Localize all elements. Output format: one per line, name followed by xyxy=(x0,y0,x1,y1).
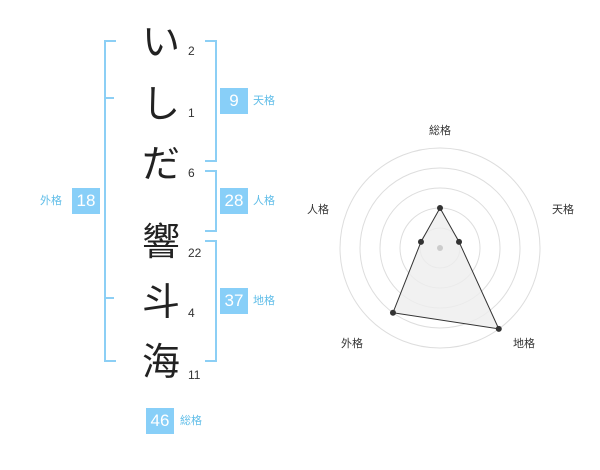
name-char-3: だ xyxy=(141,142,180,186)
soukaku-label: 総格 xyxy=(180,414,202,427)
stroke-count-2: 1 xyxy=(188,106,195,120)
name-char-5: 斗 xyxy=(141,280,180,324)
stroke-count-6: 11 xyxy=(188,368,201,382)
jinkaku-value: 28 xyxy=(220,188,248,214)
gaikaku-label: 外格 xyxy=(40,194,62,207)
stroke-count-3: 6 xyxy=(188,166,195,180)
radar-point xyxy=(456,238,463,245)
name-char-6: 海 xyxy=(141,340,180,384)
gaikaku-bracket-tick xyxy=(104,297,114,299)
gaikaku-bracket xyxy=(104,40,116,362)
tenkaku-bracket xyxy=(205,40,217,162)
radar-axis-label-chikaku: 地格 xyxy=(513,337,535,350)
name-char-4: 響 xyxy=(141,220,180,264)
jinkaku-bracket xyxy=(205,170,217,232)
radar-point xyxy=(417,238,424,245)
stroke-count-5: 4 xyxy=(188,306,195,320)
radar-center-point xyxy=(437,245,443,251)
radar-point xyxy=(437,205,443,211)
radar-point xyxy=(495,325,502,332)
radar-polygon xyxy=(392,206,500,330)
gaikaku-value: 18 xyxy=(72,188,100,214)
name-char-2: し xyxy=(141,82,180,126)
radar-point xyxy=(389,309,396,316)
radar-axis-label-soukaku: 総格 xyxy=(429,124,451,137)
radar-axis-label-tenkaku: 天格 xyxy=(552,203,574,216)
tenkaku-value: 9 xyxy=(220,88,248,114)
chikaku-bracket xyxy=(205,240,217,362)
stroke-count-4: 22 xyxy=(188,246,202,260)
radar-axis-label-gaikaku: 外格 xyxy=(341,337,363,350)
name-char-1: い xyxy=(141,20,180,64)
radar-ring xyxy=(359,167,521,329)
stroke-count-1: 2 xyxy=(188,44,195,58)
chikaku-value: 37 xyxy=(220,288,248,314)
jinkaku-label: 人格 xyxy=(253,194,275,207)
tenkaku-label: 天格 xyxy=(253,94,275,107)
chikaku-label: 地格 xyxy=(253,294,275,307)
radar-axis-label-jinkaku: 人格 xyxy=(307,203,329,216)
radar-ring xyxy=(339,147,541,349)
gaikaku-bracket-tick xyxy=(104,97,114,99)
soukaku-value: 46 xyxy=(146,408,174,434)
